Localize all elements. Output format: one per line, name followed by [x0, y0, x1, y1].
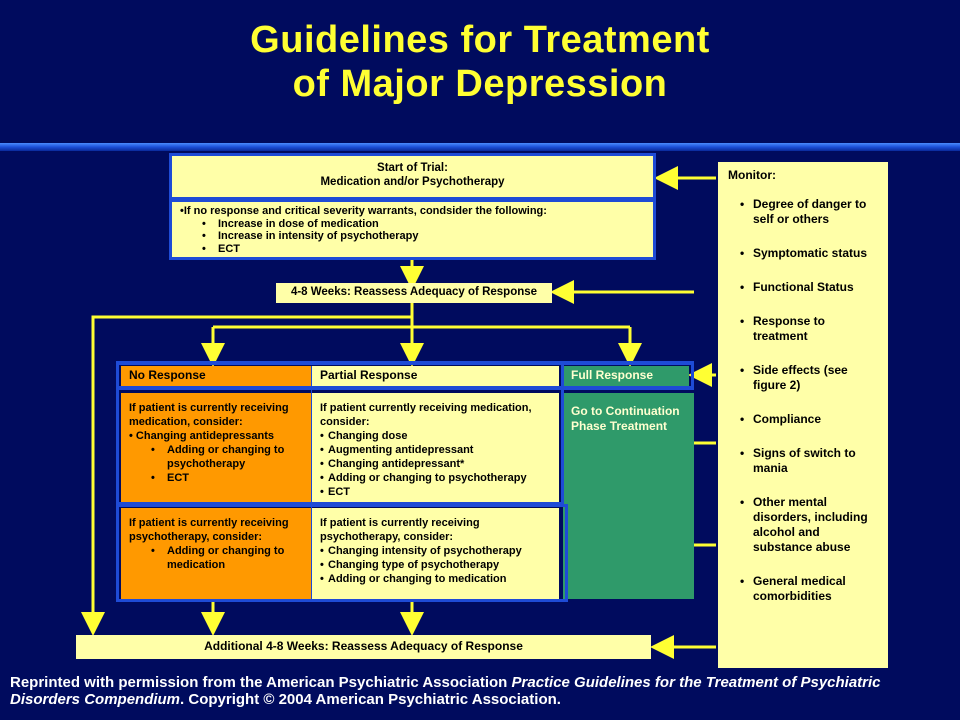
list-item: Increase in intensity of psychotherapy — [180, 230, 645, 243]
footer-text-1: Reprinted with permission from the Ameri… — [10, 674, 512, 691]
list-item: Changing type of psychotherapy — [320, 558, 551, 572]
partial-response-medication-cell: If patient currently receiving medicatio… — [312, 393, 559, 503]
list-item: Changing intensity of psychotherapy — [320, 544, 551, 558]
title-line-1: Guidelines for Treatment — [250, 19, 710, 61]
list-item: Changing antidepressant* — [320, 457, 551, 471]
list-item: Adding or changing to psychotherapy — [129, 443, 304, 471]
additional-label: Additional 4-8 Weeks: Reassess Adequacy … — [204, 639, 523, 653]
title-line-2: of Major Depression — [292, 63, 668, 105]
list-item: Signs of switch to mania — [728, 446, 878, 476]
partial-response-psychotherapy-cell: If patient is currently receiving psycho… — [312, 508, 559, 599]
no-response-psychotherapy-cell: If patient is currently receiving psycho… — [121, 508, 312, 599]
list-item: ECT — [180, 243, 645, 256]
copyright-footer: Reprinted with permission from the Ameri… — [10, 674, 950, 708]
no-med-lead: If patient is currently receiving medica… — [129, 402, 289, 428]
arrow-left-loop — [81, 315, 412, 636]
partial-med-lead: If patient currently receiving medicatio… — [320, 402, 532, 428]
additional-reassess-box: Additional 4-8 Weeks: Reassess Adequacy … — [76, 635, 651, 659]
list-item: Side effects (see figure 2) — [728, 363, 878, 393]
list-item: Degree of danger to self or others — [728, 197, 878, 227]
continuation-phase-text: Go to Continuation Phase Treatment — [571, 404, 680, 433]
monitor-heading: Monitor: — [728, 168, 776, 182]
reassess-label: 4-8 Weeks: Reassess Adequacy of Response — [290, 286, 538, 298]
partial-psy-list: Changing intensity of psychotherapy Chan… — [320, 544, 551, 586]
list-item: General medical comorbidities — [728, 574, 878, 604]
partial-med-list: Changing dose Augmenting antidepressant … — [320, 429, 551, 499]
list-item: Changing dose — [320, 429, 551, 443]
start-line-1: Start of Trial: — [377, 162, 448, 174]
monitor-panel: Monitor: Degree of danger to self or oth… — [718, 162, 888, 668]
no-psy-lead: If patient is currently receiving psycho… — [129, 517, 289, 543]
list-item: ECT — [129, 471, 304, 485]
escalation-lead: •If no response and critical severity wa… — [180, 205, 547, 217]
header-no-response: No Response — [121, 366, 312, 386]
partial-psy-lead: If patient is currently receiving psycho… — [320, 517, 480, 543]
list-item: Compliance — [728, 412, 878, 427]
reassess-box: 4-8 Weeks: Reassess Adequacy of Response — [276, 283, 552, 303]
no-psy-list: Adding or changing to medication — [129, 544, 304, 572]
footer-publication-title: Practice Guidelines for the Treatment of… — [10, 674, 881, 708]
no-response-escalation-box: •If no response and critical severity wa… — [169, 199, 656, 260]
monitor-list: Degree of danger to self or others Sympt… — [728, 197, 878, 604]
full-response-cell: Go to Continuation Phase Treatment — [563, 393, 694, 599]
list-item: Response to treatment — [728, 314, 878, 344]
list-item: ECT — [320, 485, 551, 499]
list-item: Augmenting antidepressant — [320, 443, 551, 457]
list-item: Adding or changing to medication — [320, 572, 551, 586]
no-response-medication-cell: If patient is currently receiving medica… — [121, 393, 312, 503]
no-med-item-1: • Changing antidepressants — [129, 430, 275, 442]
list-item: Symptomatic status — [728, 246, 878, 261]
slide-title: Guidelines for Treatment of Major Depres… — [0, 18, 960, 106]
header-partial-response: Partial Response — [312, 366, 559, 386]
escalation-list: Increase in dose of medication Increase … — [180, 218, 645, 256]
footer-text-2: . Copyright © 2004 American Psychiatric … — [180, 691, 561, 708]
list-item: Adding or changing to medication — [129, 544, 304, 572]
list-item: Functional Status — [728, 280, 878, 295]
list-item: Adding or changing to psychotherapy — [320, 471, 551, 485]
start-of-trial-box: Start of Trial: Medication and/or Psycho… — [169, 153, 656, 200]
start-line-2: Medication and/or Psychotherapy — [320, 175, 505, 188]
list-item: Increase in dose of medication — [180, 218, 645, 231]
no-med-list: Adding or changing to psychotherapy ECT — [129, 443, 304, 485]
header-full-response: Full Response — [563, 366, 689, 386]
list-item: Other mental disorders, including alcoho… — [728, 495, 878, 555]
title-divider — [0, 143, 960, 151]
table-divider-col — [311, 366, 312, 599]
